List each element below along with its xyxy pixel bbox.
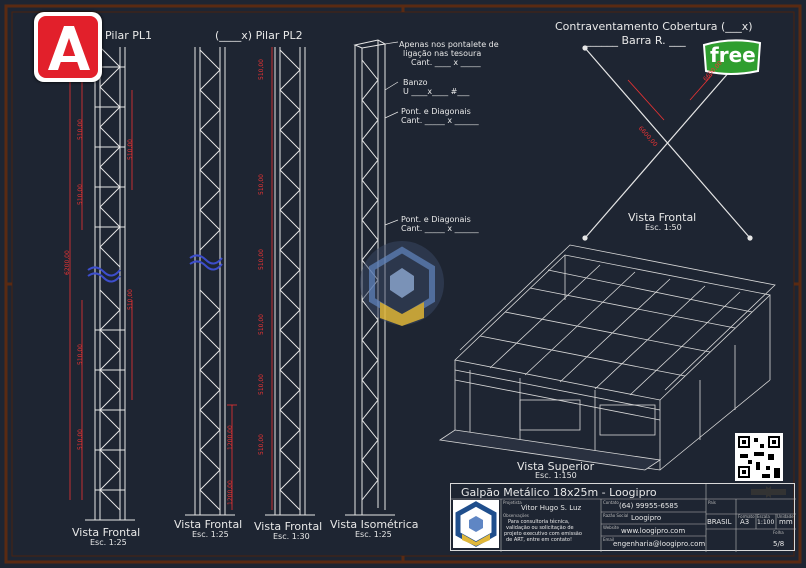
dim-pl1-left-b: 510,00 bbox=[77, 184, 84, 205]
pillar-pl1-drawing bbox=[85, 46, 135, 521]
pl1-vista-frontal-title: Vista Frontal bbox=[72, 526, 141, 539]
obs-line-2: validação ou solicitação de bbox=[506, 525, 574, 531]
folha-value: 5/8 bbox=[773, 540, 785, 548]
loogipro-logo-icon bbox=[453, 500, 499, 548]
formato-label: Formato bbox=[738, 514, 755, 519]
dim-pl1-left-d: 510,00 bbox=[77, 429, 84, 450]
projetista-label: Projetista bbox=[503, 500, 522, 505]
note-apenas-1: Apenas nos pontalete de bbox=[399, 40, 499, 49]
pillar-pl2-drawing bbox=[265, 47, 315, 516]
escala-value: 1:100 bbox=[757, 519, 775, 526]
pillar-pl1-title: Pilar PL1 bbox=[105, 29, 153, 42]
pl1-dimensions bbox=[69, 75, 133, 500]
contato-label: Contato bbox=[603, 500, 619, 505]
razao-value: Loogipro bbox=[631, 514, 662, 522]
formato-value: A3 bbox=[740, 518, 750, 526]
pillar-pl2-title: (____x) Pilar PL2 bbox=[215, 29, 303, 42]
note-pont1-2: Cant. _____ x ______ bbox=[401, 116, 479, 125]
pl1-scale: Esc. 1:25 bbox=[90, 538, 127, 547]
bracing-bar-label: ______ Barra R. ___ bbox=[585, 34, 686, 47]
note-pont2-1: Pont. e Diagonais bbox=[401, 215, 471, 224]
obs-line-4: de ART, entre em contato! bbox=[506, 537, 572, 543]
projetista-value: Vitor Hugo S. Luz bbox=[521, 504, 582, 512]
bracing-vista-frontal-title: Vista Frontal bbox=[628, 211, 697, 224]
dim-pl2-a: 510,00 bbox=[258, 59, 265, 80]
website-value: www.loogipro.com bbox=[621, 527, 686, 535]
pl1b-vista-frontal-title: Vista Frontal bbox=[174, 518, 243, 531]
pl2-vista-frontal-title: Vista Frontal bbox=[254, 520, 323, 533]
note-apenas-2: ligação nas tesoura bbox=[403, 49, 482, 58]
warehouse-isometric-drawing bbox=[438, 244, 776, 471]
dim-pl2-b: 510,00 bbox=[258, 174, 265, 195]
roof-bracing-drawing bbox=[582, 45, 753, 241]
pais-label: País bbox=[708, 500, 716, 505]
note-apenas-3: Cant. ____ x _____ bbox=[411, 58, 481, 67]
note-pont2-2: Cant. _____ x ______ bbox=[401, 224, 479, 233]
obs-line-3: projeto executivo com emissão bbox=[504, 531, 582, 537]
dim-pl2-e: 510,00 bbox=[258, 374, 265, 395]
dim-pl2-c: 510,00 bbox=[258, 249, 265, 270]
isometric-scale: Esc. 1:25 bbox=[355, 530, 392, 539]
dim-pl2-f: 510,00 bbox=[258, 434, 265, 455]
free-badge-label: free bbox=[710, 43, 756, 67]
bracing-title: Contraventamento Cobertura (___x) bbox=[555, 20, 753, 33]
pl2-scale: Esc. 1:30 bbox=[273, 532, 310, 541]
note-pont1-1: Pont. e Diagonais bbox=[401, 107, 471, 116]
title-block: Galpão Metálico 18x25m - Loogipro Projet… bbox=[450, 483, 796, 552]
website-label: Website bbox=[603, 525, 619, 530]
project-title: Galpão Metálico 18x25m - Loogipro bbox=[461, 486, 657, 499]
dim-pl2-d: 510,00 bbox=[258, 314, 265, 335]
superior-title: Vista Superior bbox=[517, 460, 595, 473]
free-badge: free bbox=[700, 37, 764, 77]
isometric-title: Vista Isométrica bbox=[330, 518, 419, 531]
pillar-pl1b-drawing bbox=[185, 47, 235, 516]
pl1b-scale: Esc. 1:25 bbox=[192, 530, 229, 539]
dim-pl1-total: 6200,00 bbox=[64, 250, 71, 275]
escala-label: Escala bbox=[757, 514, 770, 519]
superior-scale: Esc. 1:150 bbox=[535, 471, 577, 480]
obs-line-1: Para consultoria técnica, bbox=[508, 519, 570, 525]
dim-pl1-left-a: 510,00 bbox=[77, 119, 84, 140]
email-label: Email bbox=[603, 537, 615, 542]
unidade-value: mm bbox=[779, 518, 793, 526]
dim-pl1-left-c: 510,00 bbox=[77, 344, 84, 365]
autocad-logo-icon bbox=[34, 12, 102, 82]
bracing-scale: Esc. 1:50 bbox=[645, 223, 682, 232]
note-banzo-2: U ____x____ #___ bbox=[403, 87, 470, 96]
loogipro-watermark-icon bbox=[360, 241, 444, 326]
razao-label: Razão Social bbox=[603, 513, 629, 518]
obs-label: Observações bbox=[503, 513, 529, 518]
email-value: engenharia@loogipro.com bbox=[613, 540, 706, 548]
dim-pl1b-a: 1200,00 bbox=[227, 425, 234, 450]
contato-value: (64) 99955-6585 bbox=[619, 502, 679, 510]
dim-pl1-right-b: 510,00 bbox=[127, 289, 134, 310]
qr-code-icon bbox=[735, 433, 783, 481]
unidade-label: Unidade bbox=[777, 514, 794, 519]
dim-pl1b-b: 1200,00 bbox=[227, 480, 234, 505]
dim-pl1-right-a: 510,00 bbox=[127, 139, 134, 160]
folha-label: Folha bbox=[773, 530, 784, 535]
pais-value: BRASIL bbox=[707, 518, 732, 526]
note-banzo-1: Banzo bbox=[403, 78, 428, 87]
